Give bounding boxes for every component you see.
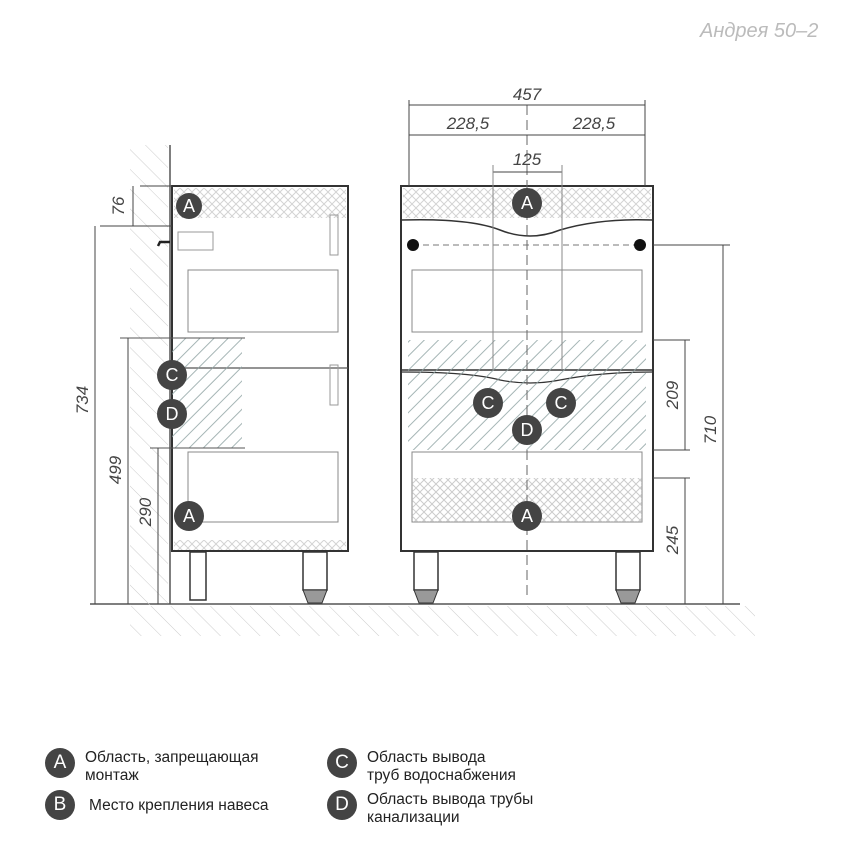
drawing-title: Андрея 50–2 <box>700 20 819 42</box>
side-view <box>120 185 349 604</box>
legend-d-label: Область вывода трубы канализации <box>367 791 534 826</box>
dim-228-left: 228,5 <box>446 114 490 133</box>
side-foot-front <box>302 551 328 591</box>
dim-76: 76 <box>109 196 128 215</box>
front-dimensions: 457 228,5 228,5 125 209 710 245 <box>408 85 730 604</box>
svg-text:A: A <box>183 506 195 526</box>
dim-228-right: 228,5 <box>572 114 616 133</box>
svg-text:A: A <box>521 506 533 526</box>
mount-bracket <box>177 231 214 251</box>
legend-c-icon: C <box>327 748 357 778</box>
mount-point-right <box>634 239 646 251</box>
svg-text:A: A <box>183 196 195 216</box>
legend-item-d: D Область вывода трубы канализации <box>327 790 533 827</box>
marker-c-side: C <box>157 360 187 390</box>
marker-d-front: D <box>512 415 542 445</box>
side-dimensions: 76 734 499 290 <box>73 185 172 604</box>
legend-item-a: A Область, запрещающая монтаж <box>45 748 259 785</box>
marker-c-front-left: C <box>473 388 503 418</box>
dim-734: 734 <box>73 386 92 414</box>
side-upper-drawer <box>187 269 339 333</box>
mount-point-left <box>407 239 419 251</box>
floor-hatch <box>130 606 755 636</box>
legend-item-c: C Область вывода труб водоснабжения <box>327 748 516 785</box>
side-handle-1 <box>329 214 339 256</box>
legend-item-b: B Место крепления навеса <box>45 790 269 820</box>
side-handle-2 <box>329 364 339 406</box>
side-foot-back <box>189 551 207 601</box>
dim-290: 290 <box>136 497 155 527</box>
front-foot-left-cap <box>413 589 439 604</box>
legend-a-icon: A <box>45 748 75 778</box>
svg-text:D: D <box>521 420 534 440</box>
dim-710: 710 <box>701 415 720 444</box>
marker-a-front-bottom: A <box>512 501 542 531</box>
marker-a-side-top: A <box>176 193 202 219</box>
marker-a-front-top: A <box>512 188 542 218</box>
front-foot-right <box>615 551 641 591</box>
legend-d-icon: D <box>327 790 357 820</box>
svg-text:C: C <box>555 393 568 413</box>
front-foot-right-cap <box>615 589 641 604</box>
hook-icon <box>156 240 170 247</box>
legend-c-label: Область вывода труб водоснабжения <box>367 749 516 784</box>
marker-d-side: D <box>157 399 187 429</box>
marker-c-front-right: C <box>546 388 576 418</box>
dim-125: 125 <box>513 150 542 169</box>
svg-text:D: D <box>166 404 179 424</box>
dim-245: 245 <box>663 525 682 555</box>
legend-b-label: Место крепления навеса <box>89 797 269 814</box>
svg-text:C: C <box>482 393 495 413</box>
dim-499: 499 <box>106 455 125 484</box>
dim-457: 457 <box>513 85 542 104</box>
marker-a-side-bottom: A <box>174 501 204 531</box>
side-lower-drawer <box>187 451 339 523</box>
legend-a-label: Область, запрещающая монтаж <box>85 749 259 784</box>
side-pipe-zone <box>172 338 242 448</box>
side-foot-front-cap <box>302 589 328 604</box>
side-bottom-zone <box>174 540 346 550</box>
legend-b-icon: B <box>45 790 75 820</box>
front-foot-left <box>413 551 439 591</box>
svg-text:C: C <box>166 365 179 385</box>
svg-text:A: A <box>521 193 533 213</box>
side-top-zone <box>174 188 346 218</box>
dim-209: 209 <box>663 380 682 410</box>
countertop-curve <box>400 218 654 237</box>
